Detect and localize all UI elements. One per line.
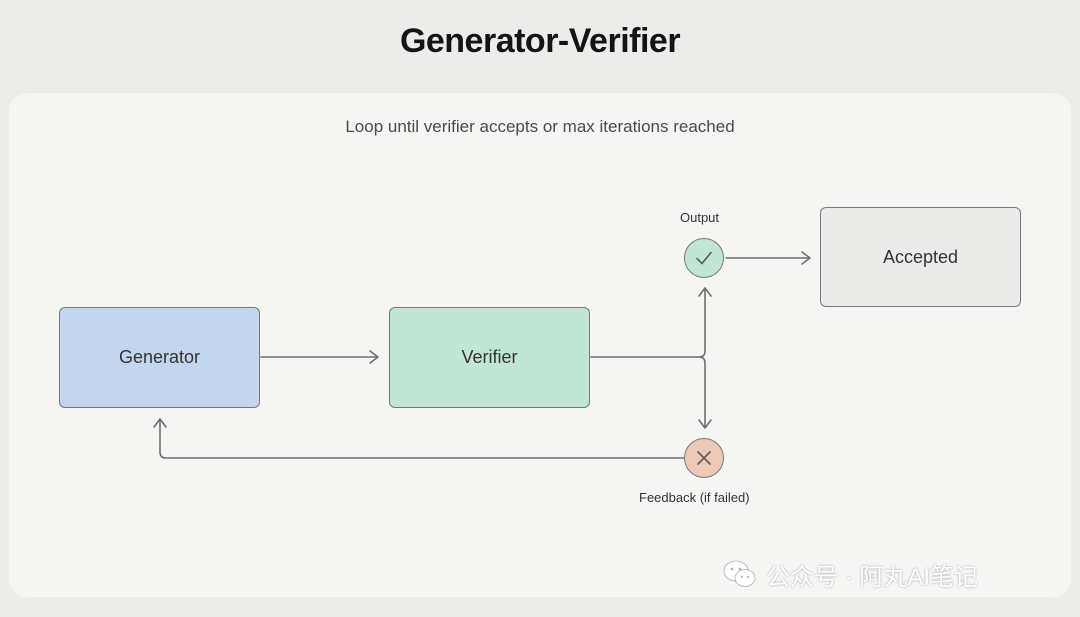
generator-label: Generator [118,347,201,367]
output-label: Output [680,210,720,225]
arrow-feedback-to-generator [159,419,685,459]
cross-icon [697,451,711,465]
wechat-icon [723,560,756,587]
generator-node: Generator [59,307,260,408]
accept-circle [684,238,724,278]
arrow-verifier-out [590,289,706,358]
diagram-subtitle: Loop until verifier accepts or max itera… [345,117,735,136]
checkmark-icon [696,251,712,265]
feedback-label: Feedback (if failed) [639,490,750,505]
accepted-label: Accepted [882,246,959,267]
watermark: 公众号 · 阿丸AI笔记 [722,558,979,591]
page-title: Generator-Verifier [399,22,681,60]
accepted-node: Accepted [820,207,1021,307]
verifier-label: Verifier [461,347,518,367]
arrow-verifier-to-fail [698,356,706,428]
reject-circle [684,438,724,478]
verifier-node: Verifier [389,307,590,408]
watermark-text: 公众号 · 阿丸AI笔记 [766,563,979,591]
